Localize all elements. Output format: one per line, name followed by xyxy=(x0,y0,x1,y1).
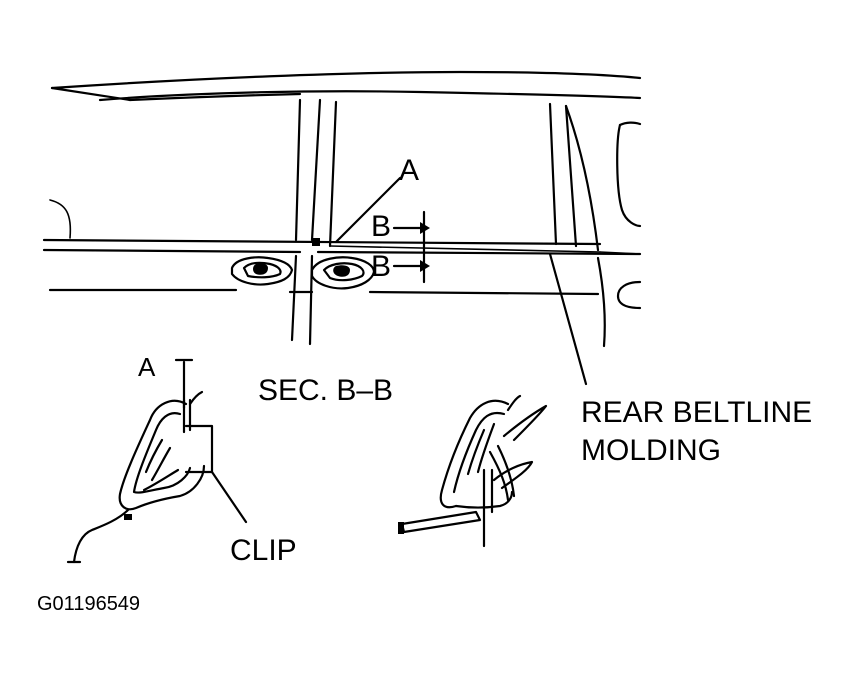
leader-rear-beltline-molding xyxy=(548,252,588,386)
label-section-title: SEC. B–B xyxy=(258,374,394,407)
front-window-edge xyxy=(49,199,72,239)
b-pillar-inner xyxy=(328,100,338,248)
clip-block xyxy=(184,424,214,474)
c-pillar-left xyxy=(548,102,558,246)
molding-lip xyxy=(142,468,180,492)
rear-quarter-window xyxy=(616,123,642,228)
c-pillar-curve xyxy=(564,104,600,252)
molding-channel xyxy=(144,438,172,482)
molding-ribs xyxy=(466,422,496,476)
label-point-a-section: A xyxy=(138,352,156,382)
b-pillar-left xyxy=(294,98,302,242)
molding-inner-shell xyxy=(132,412,192,494)
clip-arm-top xyxy=(506,394,522,412)
label-clip: CLIP xyxy=(230,534,297,567)
roof-line-outer xyxy=(50,70,642,90)
label-rear-beltline: REAR BELTLINE xyxy=(581,396,813,429)
tail-lamp xyxy=(616,280,642,310)
beltline-upper xyxy=(42,238,602,246)
label-section-b-upper: B xyxy=(371,210,392,243)
section-detail-clip xyxy=(66,358,248,564)
beltline-lower xyxy=(42,248,642,256)
section-arrow-upper-head xyxy=(420,222,430,234)
section-arrow-lower-head xyxy=(420,260,430,272)
figure-id: G01196549 xyxy=(37,593,141,615)
leader-a-top xyxy=(334,176,402,244)
section-detail-molding xyxy=(398,394,548,548)
clip-stem xyxy=(182,398,192,434)
glass-run-tail xyxy=(72,508,130,564)
molding-shell-inner xyxy=(452,411,506,494)
roof-line-inner xyxy=(98,90,642,102)
rear-beltline-extension xyxy=(599,251,641,255)
rear-body-curve xyxy=(596,256,606,348)
clip-hook xyxy=(188,390,204,406)
retainer-base xyxy=(454,490,514,509)
rear-quarter-window-top xyxy=(618,121,642,127)
rocker-line xyxy=(48,288,600,296)
glass-run-strip xyxy=(400,510,482,534)
point-a-marker xyxy=(312,238,320,246)
window-frame-top xyxy=(128,92,302,102)
glass-run-end xyxy=(398,522,404,534)
clip-arm-lower xyxy=(492,460,534,490)
windshield-pillar xyxy=(50,86,132,102)
beltline-molding xyxy=(329,245,601,253)
clip-arm-upper xyxy=(502,404,548,442)
b-pillar-lower xyxy=(290,254,298,342)
leader-clip xyxy=(210,470,248,524)
label-molding: MOLDING xyxy=(581,434,722,467)
molding-outer-shell xyxy=(118,399,206,511)
glass-run-dot xyxy=(124,514,132,520)
rear-door-handle xyxy=(310,256,376,290)
vehicle-side-view xyxy=(42,70,642,386)
front-door-handle xyxy=(230,256,294,286)
c-pillar-right xyxy=(564,104,578,248)
b-pillar-right xyxy=(310,98,322,242)
label-section-b-lower: B xyxy=(371,250,392,283)
molding-shell-outer xyxy=(439,399,510,509)
label-point-a: A xyxy=(399,154,420,187)
